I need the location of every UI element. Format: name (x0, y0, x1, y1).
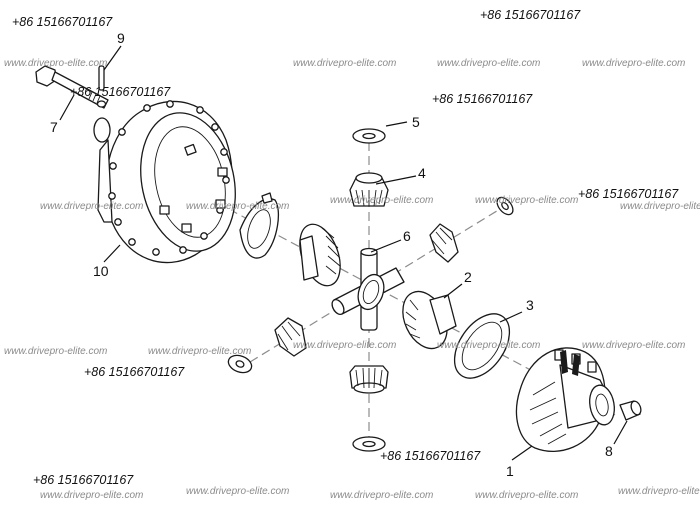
watermarks: +86 15166701167 +86 15166701167 +86 1516… (4, 8, 700, 501)
watermark-site: www.drivepro-elite.com (330, 490, 433, 501)
left-side-gear (299, 223, 341, 287)
left-bottom-washer (227, 354, 253, 374)
right-small-washer (496, 196, 514, 216)
callout-1: 1 (506, 463, 514, 479)
watermark-site: www.drivepro-elite.com (40, 490, 143, 501)
watermark-site: www.drivepro-elite.com (293, 58, 396, 69)
watermark-phone: +86 15166701167 (70, 85, 171, 99)
part-2-right-side-gear (402, 290, 457, 350)
watermark-site: www.drivepro-elite.com (186, 201, 289, 212)
left-lower-pinion (274, 317, 307, 357)
watermark-site: www.drivepro-elite.com (437, 340, 540, 351)
callout-2: 2 (464, 269, 472, 285)
watermark-site: www.drivepro-elite.com (475, 195, 578, 206)
watermark-site: www.drivepro-elite.com (618, 486, 700, 497)
part-4-top-pinion (349, 172, 389, 207)
part-5-top-washer (352, 128, 386, 144)
part-3-right-thrust-washer (453, 313, 511, 379)
part-9-pin (96, 65, 107, 108)
callout-10: 10 (93, 263, 109, 279)
left-thrust-washer (239, 192, 279, 259)
callout-8: 8 (605, 443, 613, 459)
callout-7: 7 (50, 119, 58, 135)
callout-6: 6 (403, 228, 411, 244)
bottom-washer (352, 436, 386, 452)
watermark-phone: +86 15166701167 (432, 92, 533, 106)
watermark-site: www.drivepro-elite.com (40, 201, 143, 212)
bottom-pinion (349, 365, 389, 394)
watermark-site: www.drivepro-elite.com (293, 340, 396, 351)
watermark-site: www.drivepro-elite.com (582, 58, 685, 69)
watermark-phone: +86 15166701167 (380, 449, 481, 463)
watermark-phone: +86 15166701167 (84, 365, 185, 379)
leader-lines (59, 45, 628, 461)
watermark-site: www.drivepro-elite.com (620, 201, 700, 212)
watermark-phone: +86 15166701167 (578, 187, 679, 201)
callout-3: 3 (526, 297, 534, 313)
watermark-site: www.drivepro-elite.com (186, 486, 289, 497)
watermark-phone: +86 15166701167 (480, 8, 581, 22)
right-upper-pinion (429, 223, 459, 263)
part-10-left-case (93, 100, 236, 264)
watermark-site: www.drivepro-elite.com (437, 58, 540, 69)
watermark-site: www.drivepro-elite.com (4, 346, 107, 357)
watermark-site: www.drivepro-elite.com (148, 346, 251, 357)
case-inner-lugs (159, 143, 228, 233)
part-1-right-case (515, 347, 615, 452)
watermark-site: www.drivepro-elite.com (4, 58, 107, 69)
part-7-bolt (35, 65, 109, 109)
watermark-site: www.drivepro-elite.com (475, 490, 578, 501)
watermark-phone: +86 15166701167 (12, 15, 113, 29)
callout-4: 4 (418, 165, 426, 181)
watermark-phone: +86 15166701167 (33, 473, 134, 487)
part-6-cross-shaft (331, 247, 405, 331)
watermark-site: www.drivepro-elite.com (330, 195, 433, 206)
callout-5: 5 (412, 114, 420, 130)
callout-labels: 1 2 3 4 5 6 7 8 9 10 (50, 30, 613, 479)
part-8-bushing (619, 400, 642, 421)
callout-9: 9 (117, 30, 125, 46)
watermark-site: www.drivepro-elite.com (582, 340, 685, 351)
